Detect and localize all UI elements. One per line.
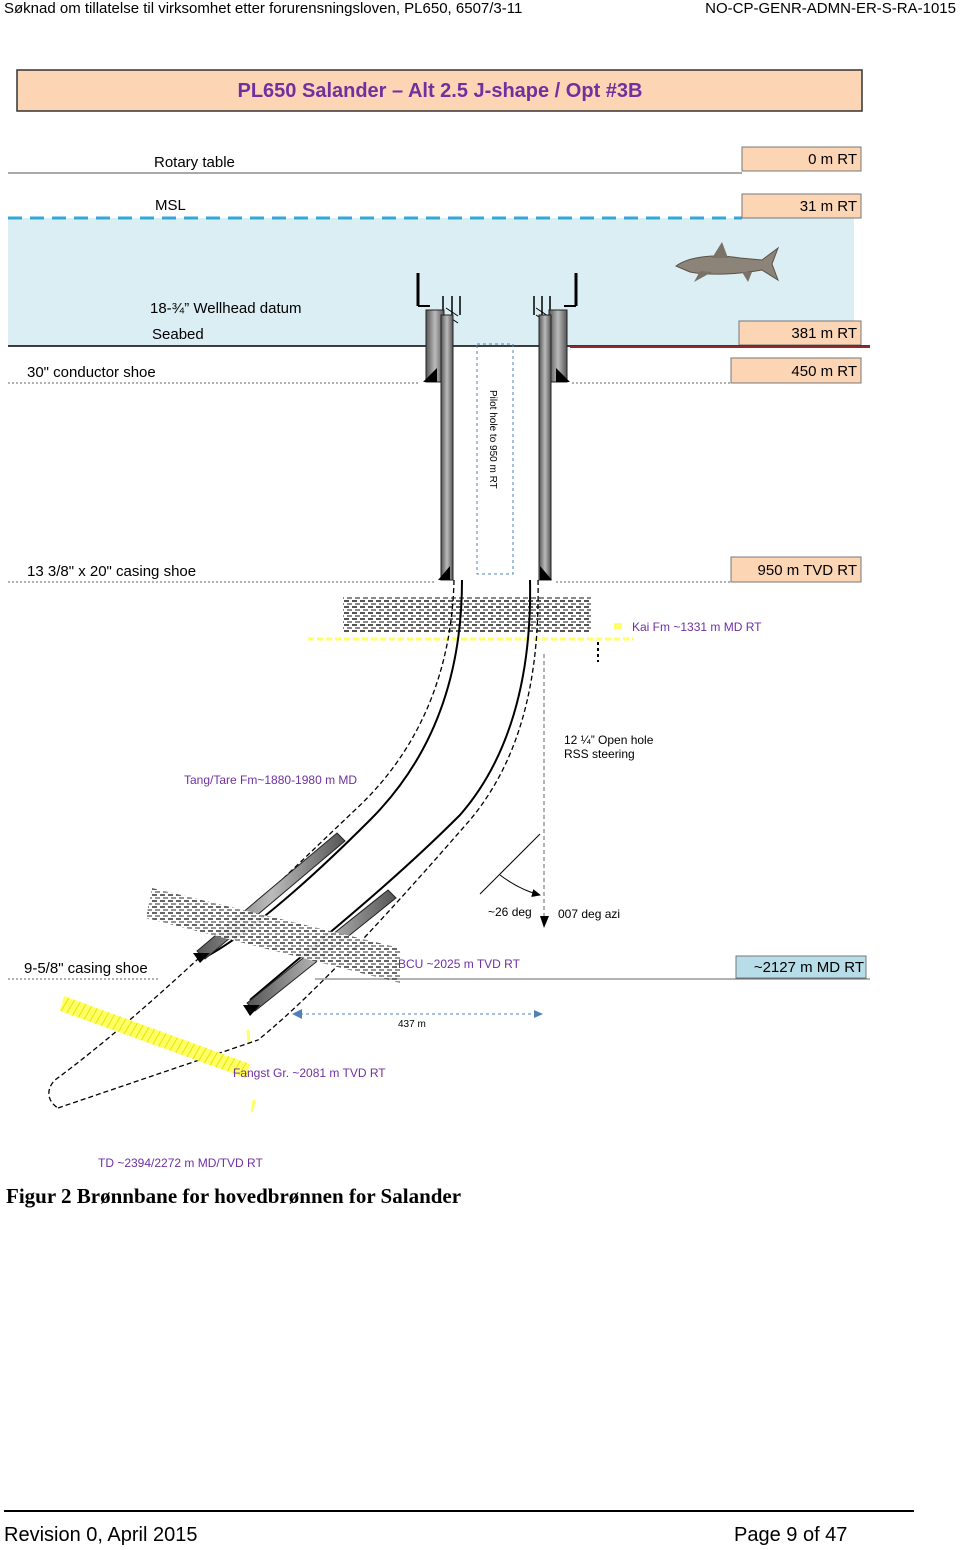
footer-page-number: Page 9 of 47 bbox=[734, 1524, 848, 1546]
page-header-left: Søknad om tillatelse til virksomhet ette… bbox=[4, 0, 523, 17]
azimuth-arrow bbox=[540, 916, 549, 928]
depth-box-md bbox=[735, 955, 867, 979]
inclination-line bbox=[479, 833, 541, 895]
rotary-table-label: Rotary table bbox=[154, 154, 235, 171]
diagram-title: PL650 Salander – Alt 2.5 J-shape / Opt #… bbox=[238, 80, 643, 102]
page-header-right: NO-CP-GENR-ADMN-ER-S-RA-1015 bbox=[705, 0, 956, 17]
depth-box-0 bbox=[741, 146, 862, 172]
kai-formation bbox=[343, 596, 591, 632]
angle-label: ~26 deg bbox=[488, 905, 532, 919]
depth-box-450 bbox=[730, 357, 862, 384]
wellhead-label: 18-¾” Wellhead datum bbox=[150, 300, 301, 317]
angle-arc bbox=[499, 874, 541, 897]
casing-13-label: 13 3/8" x 20" casing shoe bbox=[27, 563, 196, 580]
pilot-hole-label: Pilot hole to 950 m RT bbox=[487, 390, 498, 489]
wellhead-assembly bbox=[416, 273, 578, 581]
depth-label-31: 31 m RT bbox=[800, 198, 857, 215]
seabed-label: Seabed bbox=[152, 326, 204, 343]
depth-label-450: 450 m RT bbox=[791, 363, 857, 380]
depth-box-31 bbox=[741, 193, 862, 219]
fangst-formation bbox=[60, 996, 250, 1078]
kai-marker bbox=[614, 623, 622, 629]
depth-box-950 bbox=[730, 556, 862, 583]
conductor-label: 30" conductor shoe bbox=[27, 364, 156, 381]
open-hole-label-1: 12 ¼” Open hole bbox=[564, 733, 654, 747]
footer-revision: Revision 0, April 2015 bbox=[4, 1524, 198, 1546]
depth-label-950: 950 m TVD RT bbox=[758, 562, 857, 579]
fangst-label: Fangst Gr. ~2081 m TVD RT bbox=[233, 1066, 386, 1080]
depth-label-md: ~2127 m MD RT bbox=[754, 959, 864, 976]
offset-arrow-left-head bbox=[292, 1009, 302, 1019]
td-label: TD ~2394/2272 m MD/TVD RT bbox=[98, 1156, 264, 1170]
well-diagram: PL650 Salander – Alt 2.5 J-shape / Opt #… bbox=[8, 69, 870, 1170]
msl-label: MSL bbox=[155, 197, 186, 214]
tang-tare-formation bbox=[146, 888, 400, 983]
title-box bbox=[16, 69, 863, 112]
footer-divider bbox=[4, 1510, 914, 1512]
fangst-dash-1 bbox=[246, 1029, 251, 1043]
azimuth-label: 007 deg azi bbox=[558, 907, 620, 921]
open-hole-label-2: RSS steering bbox=[564, 747, 635, 761]
depth-box-381 bbox=[738, 320, 862, 346]
casing-9-label: 9-5/8" casing shoe bbox=[24, 960, 148, 977]
depth-label-381: 381 m RT bbox=[791, 325, 857, 342]
depth-label-0: 0 m RT bbox=[808, 151, 857, 168]
kai-label: Kai Fm ~1331 m MD RT bbox=[632, 620, 762, 634]
shark-illustration bbox=[674, 242, 780, 282]
fangst-dash-2 bbox=[250, 1099, 256, 1113]
figure-caption: Figur 2 Brønnbane for hovedbrønnen for S… bbox=[6, 1184, 462, 1208]
bcu-label: BCU ~2025 m TVD RT bbox=[398, 957, 521, 971]
pilot-hole bbox=[476, 343, 514, 575]
offset-label: 437 m bbox=[398, 1019, 426, 1030]
tang-label: Tang/Tare Fm~1880-1980 m MD bbox=[184, 773, 357, 787]
